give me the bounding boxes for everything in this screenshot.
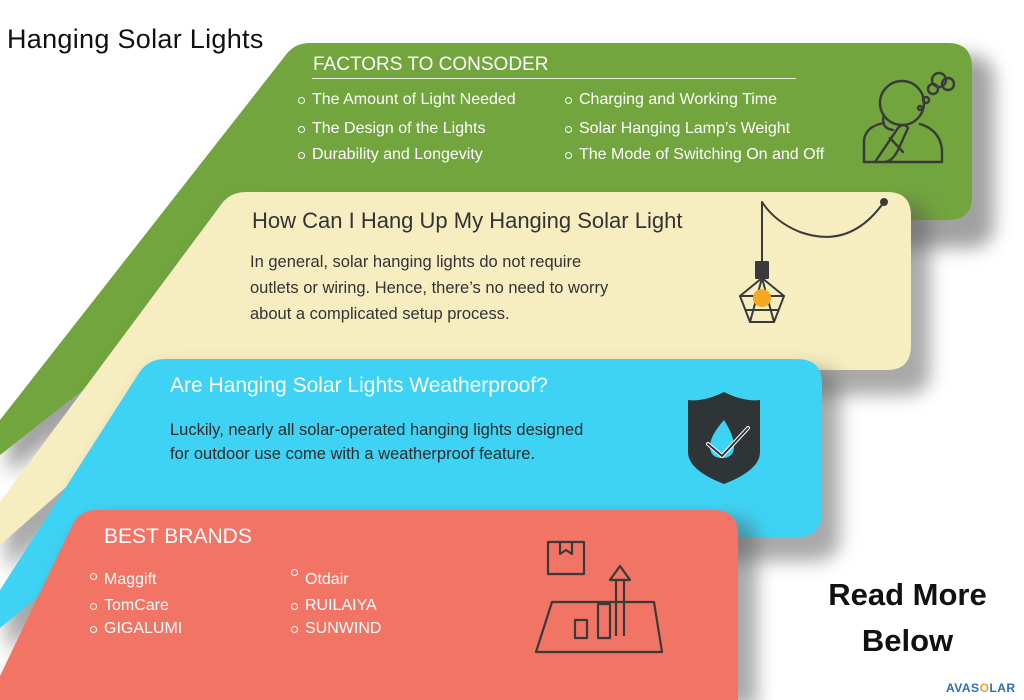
weatherproof-body: Luckily, nearly all solar-operated hangi… <box>170 421 584 463</box>
bullet-icon <box>90 625 97 633</box>
hang-body: In general, solar hanging lights do not … <box>250 253 609 323</box>
bullet-icon <box>298 125 305 133</box>
factor-item: The Amount of Light Needed <box>298 91 516 109</box>
brand-item: Maggift <box>90 571 156 589</box>
bullet-icon <box>565 151 572 159</box>
factors-divider <box>312 78 796 79</box>
bullet-icon <box>291 569 298 576</box>
bullet-icon <box>298 151 305 159</box>
factors-band <box>0 43 972 455</box>
weatherproof-heading: Are Hanging Solar Lights Weatherproof? <box>170 374 548 397</box>
hanging-lamp-icon <box>739 198 888 323</box>
brand-item: SUNWIND <box>291 620 381 638</box>
bullet-icon <box>90 602 97 610</box>
hang-heading: How Can I Hang Up My Hanging Solar Light <box>252 208 683 233</box>
factor-item: The Mode of Switching On and Off <box>565 146 824 164</box>
brands-heading: BEST BRANDS <box>104 525 252 548</box>
bullet-icon <box>565 125 572 133</box>
weatherproof-band <box>0 359 822 628</box>
bullet-icon <box>291 625 298 633</box>
brand-item: Otdair <box>291 569 349 589</box>
brand-item: GIGALUMI <box>90 620 182 638</box>
thinking-person-icon <box>862 71 956 164</box>
weatherproof-shield-icon <box>688 392 760 484</box>
page-title: Hanging Solar Lights <box>7 24 264 54</box>
factor-item: Charging and Working Time <box>565 91 777 109</box>
read-more-text: Read More Below <box>828 577 987 658</box>
brand-item: TomCare <box>90 597 169 615</box>
bullet-icon <box>291 602 298 610</box>
factor-item: The Design of the Lights <box>298 120 485 138</box>
factors-heading: FACTORS TO CONSODER <box>313 54 549 75</box>
bullet-icon <box>565 96 572 104</box>
sales-growth-icon <box>534 540 664 654</box>
brand-item: RUILAIYA <box>291 597 377 615</box>
avasolar-logo: AVASOLAR <box>946 681 1016 695</box>
factor-item: Durability and Longevity <box>298 146 483 164</box>
bullet-icon <box>298 96 305 104</box>
factor-item: Solar Hanging Lamp’s Weight <box>565 120 790 138</box>
bullet-icon <box>90 573 97 580</box>
